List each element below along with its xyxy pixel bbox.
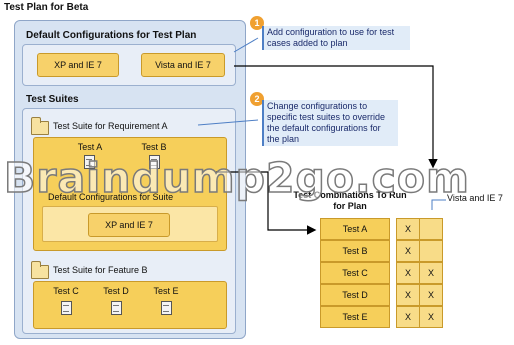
document-icon xyxy=(111,301,122,315)
folder-icon xyxy=(31,261,49,279)
document-icon xyxy=(84,155,95,169)
vista-ie7-column-label: Vista and IE 7 xyxy=(447,193,503,203)
test-suites-heading: Test Suites xyxy=(26,94,79,105)
grid-test-a: Test A xyxy=(320,218,390,240)
combinations-title: Test Combinations To Run for Plan xyxy=(293,190,407,211)
folder-icon xyxy=(31,117,49,135)
default-config-panel: XP and IE 7 Vista and IE 7 xyxy=(22,44,236,86)
config-xp-ie7: XP and IE 7 xyxy=(37,53,119,77)
grid-cell-vista xyxy=(419,218,443,240)
grid-cell-vista: X xyxy=(419,284,443,306)
grid-test-b: Test B xyxy=(320,240,390,262)
test-suites-panel: Test Suite for Requirement A Test A Test… xyxy=(22,108,236,334)
test-d-label: Test D xyxy=(103,286,129,296)
document-icon xyxy=(61,301,72,315)
callout-2-badge: 2 xyxy=(250,92,264,106)
grid-cell-xp: X xyxy=(396,306,420,328)
grid-cell-vista: X xyxy=(419,262,443,284)
document-icon xyxy=(161,301,172,315)
document-icon xyxy=(149,155,160,169)
suite-b-label: Test Suite for Feature B xyxy=(53,265,148,275)
config-vista-ie7: Vista and IE 7 xyxy=(141,53,225,77)
default-config-heading: Default Configurations for Test Plan xyxy=(26,30,197,41)
suite-config-xp-ie7: XP and IE 7 xyxy=(88,213,170,237)
grid-test-c: Test C xyxy=(320,262,390,284)
suite-default-config-panel: XP and IE 7 xyxy=(42,206,218,242)
grid-test-d: Test D xyxy=(320,284,390,306)
grid-cell-xp: X xyxy=(396,218,420,240)
test-c-label: Test C xyxy=(53,286,79,296)
suite-default-config-label: Default Configurations for Suite xyxy=(48,192,174,202)
test-e-label: Test E xyxy=(153,286,179,296)
watermark-text: Braindump2go.com xyxy=(3,153,470,203)
grid-cell-xp: X xyxy=(396,240,420,262)
suite-a-label: Test Suite for Requirement A xyxy=(53,121,168,131)
grid-cell-xp: X xyxy=(396,262,420,284)
grid-cell-xp: X xyxy=(396,284,420,306)
diagram-title: Test Plan for Beta xyxy=(4,2,89,13)
grid-test-e: Test E xyxy=(320,306,390,328)
test-b-label: Test B xyxy=(141,142,167,152)
grid-cell-vista: X xyxy=(419,306,443,328)
callout-1-text: Add configuration to use for test cases … xyxy=(262,26,410,50)
callout-1-badge: 1 xyxy=(250,16,264,30)
grid-cell-vista xyxy=(419,240,443,262)
callout-2-text: Change configurations to specific test s… xyxy=(262,100,398,146)
suite-a-panel: Test A Test B Default Configurations for… xyxy=(33,137,227,251)
test-a-label: Test A xyxy=(77,142,103,152)
suite-b-panel: Test C Test D Test E xyxy=(33,281,227,329)
